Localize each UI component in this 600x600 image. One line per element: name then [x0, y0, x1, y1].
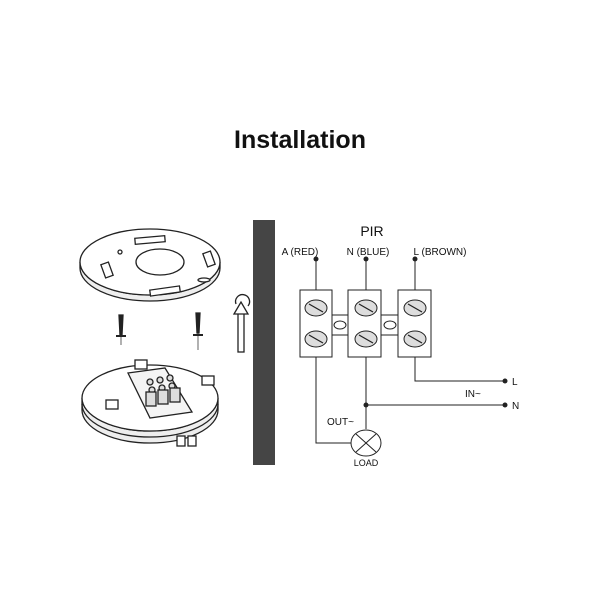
input-label: IN~ — [465, 389, 481, 400]
load-label: LOAD — [354, 458, 379, 468]
terminal-l-label: L — [512, 377, 518, 388]
mounting-illustration — [79, 228, 251, 447]
divider-bar — [253, 220, 275, 465]
wiring-diagram: PIR A (RED) N (BLUE) L (BROWN) — [282, 223, 520, 468]
rotate-arrow-icon — [232, 293, 251, 353]
pir-label: PIR — [360, 223, 383, 239]
page-title: Installation — [234, 126, 366, 154]
terminal-screws — [304, 299, 427, 348]
detector-base — [81, 359, 219, 447]
output-label: OUT~ — [327, 417, 354, 428]
screw-icon — [193, 312, 203, 350]
terminal-n-label: N — [512, 401, 519, 412]
wire-label-blue: N (BLUE) — [347, 247, 390, 258]
load-lamp-icon — [350, 429, 382, 457]
wire-label-brown: L (BROWN) — [414, 247, 467, 258]
wire-label-red: A (RED) — [282, 247, 319, 258]
screw-icon — [116, 314, 126, 345]
mounting-plate — [79, 228, 221, 302]
